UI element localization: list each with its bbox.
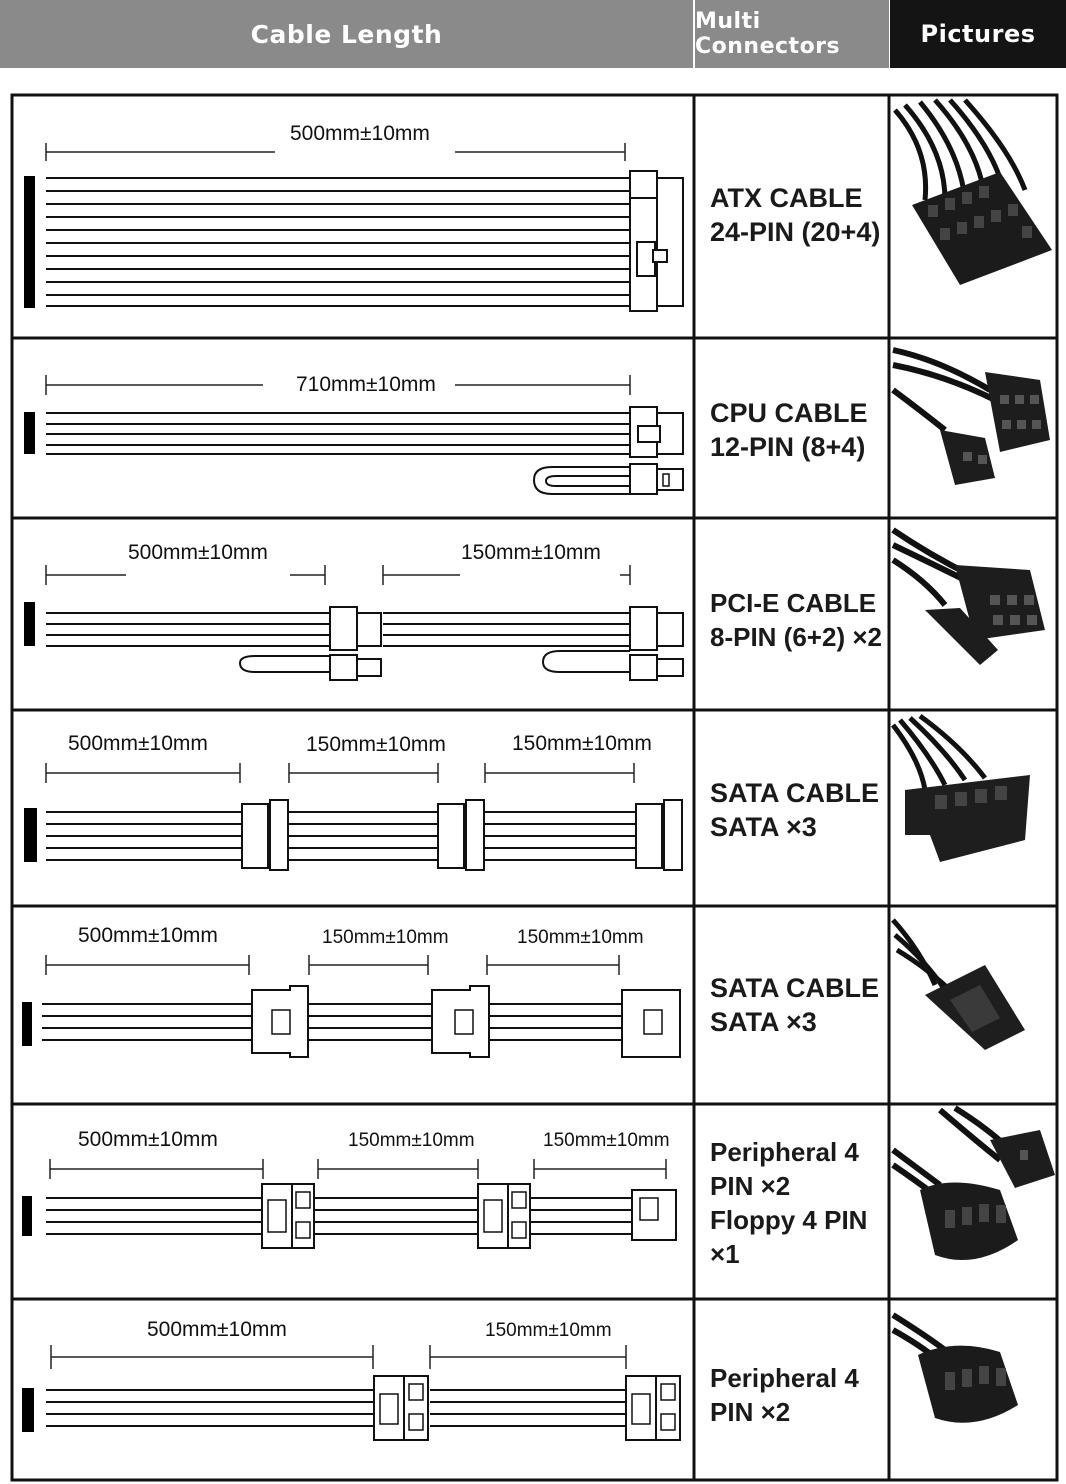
- pcie-8pin-connector-icon: [891, 527, 1045, 665]
- peripheral-floppy-cable-drawing: [22, 1159, 677, 1249]
- sata2-branch2-length-label: 150mm±10mm: [517, 927, 644, 948]
- pcie-length-label: 500mm±10mm: [128, 541, 268, 564]
- molex-connector-icon: [891, 1105, 1055, 1260]
- peripheral-connector-label: Peripheral 4 PIN ×2: [710, 1363, 859, 1427]
- pcie-branch-length-label: 150mm±10mm: [461, 541, 601, 564]
- peripheral-cable-drawing: [22, 1345, 681, 1441]
- sata-cable-1-drawing: [24, 763, 683, 871]
- cpu-cable-drawing: [24, 375, 684, 495]
- periph1-branch1-length-label: 150mm±10mm: [348, 1130, 475, 1151]
- cpu-8pin-connector-icon: [891, 347, 1050, 485]
- pcie-connector-label: PCI-E CABLE 8-PIN (6+2) ×2: [710, 588, 882, 652]
- sata1-branch2-length-label: 150mm±10mm: [512, 732, 652, 755]
- sata-connector-icon-2: [891, 918, 1025, 1050]
- sata2-branch1-length-label: 150mm±10mm: [322, 927, 449, 948]
- sata1-branch1-length-label: 150mm±10mm: [306, 733, 446, 756]
- cpu-connector-label: CPU CABLE 12-PIN (8+4): [710, 398, 868, 462]
- atx-24pin-connector-icon: [893, 98, 1052, 285]
- cpu-length-label: 710mm±10mm: [296, 373, 436, 396]
- sata2-connector-label: SATA CABLE SATA ×3: [710, 973, 879, 1037]
- sata-cable-2-drawing: [22, 955, 681, 1058]
- atx-cable-drawing: [24, 143, 684, 312]
- header-multi-connectors: Multi Connectors: [695, 0, 889, 68]
- periph1-length-label: 500mm±10mm: [78, 1128, 218, 1151]
- sata-connector-icon: [891, 713, 1030, 862]
- peripheral-floppy-connector-label: Peripheral 4 PIN ×2 Floppy 4 PIN ×1: [710, 1136, 868, 1269]
- periph2-branch-length-label: 150mm±10mm: [485, 1320, 612, 1341]
- periph2-length-label: 500mm±10mm: [147, 1318, 287, 1341]
- header-pictures: Pictures: [890, 0, 1066, 68]
- header-cable-length: Cable Length: [0, 0, 693, 68]
- atx-connector-label: ATX CABLE 24-PIN (20+4): [710, 183, 881, 247]
- molex-connector-icon-2: [891, 1312, 1018, 1423]
- periph1-branch2-length-label: 150mm±10mm: [543, 1130, 670, 1151]
- atx-length-label: 500mm±10mm: [290, 122, 430, 145]
- sata1-length-label: 500mm±10mm: [68, 732, 208, 755]
- sata1-connector-label: SATA CABLE SATA ×3: [710, 778, 879, 842]
- sata2-length-label: 500mm±10mm: [78, 924, 218, 947]
- pcie-cable-drawing: [24, 565, 684, 681]
